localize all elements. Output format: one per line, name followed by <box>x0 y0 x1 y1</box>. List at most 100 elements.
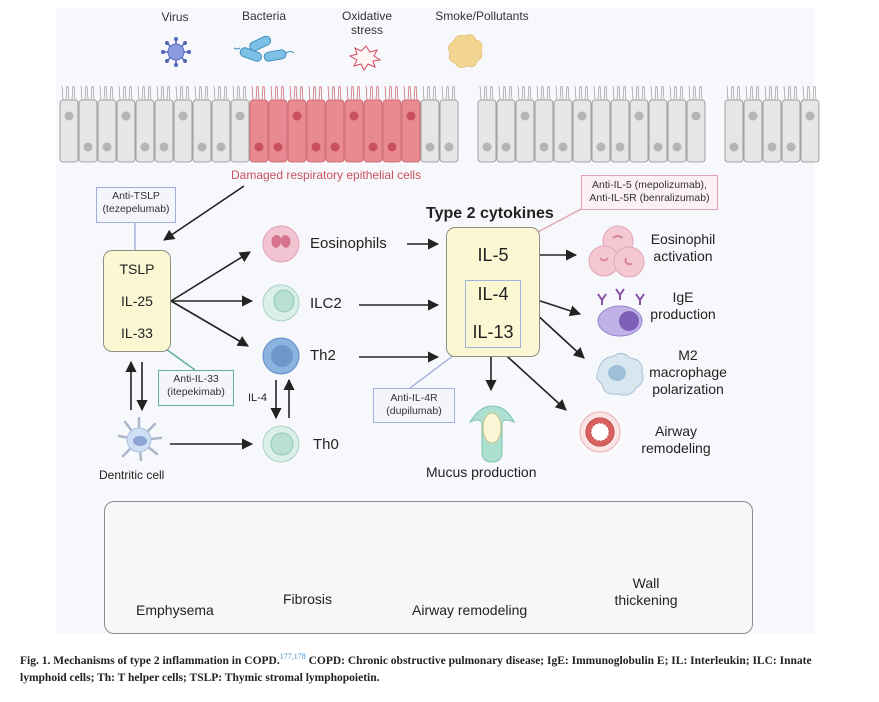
airway-effect-line1: Airway <box>654 423 697 439</box>
epithelial-cell <box>572 99 592 163</box>
epithelial-cell <box>667 99 687 163</box>
figure-caption: Fig. 1. Mechanisms of type 2 inflammatio… <box>20 648 865 687</box>
cytokine-il13: IL-13 <box>472 322 514 342</box>
epithelial-cell <box>439 99 459 163</box>
anti-il4r-box: Anti-IL-4R (dupilumab) <box>373 388 455 423</box>
eosinophils-label: Eosinophils <box>310 235 387 252</box>
epithelium-label: Damaged respiratory epithelial cells <box>231 168 422 182</box>
outcomes-box <box>104 501 753 634</box>
airway-cross-section-icon <box>579 411 621 453</box>
anti-tslp-name: Anti-TSLP <box>112 190 160 202</box>
fibrosis-label: Fibrosis <box>283 591 333 607</box>
dendritic-cell-icon <box>117 416 163 462</box>
eos-activation-line2: activation <box>653 248 713 264</box>
anti-il5r-name: Anti-IL-5R (benralizumab) <box>589 192 710 204</box>
arrow-to-th2 <box>170 300 249 347</box>
epithelial-cell <box>686 99 706 163</box>
anti-il33-drug: (itepekimab) <box>167 386 225 398</box>
epithelial-cell <box>97 99 117 163</box>
cytokines-title: Type 2 cytokines <box>426 205 554 222</box>
alarmin-il33: IL-33 <box>121 325 153 341</box>
emphysema-label: Emphysema <box>136 602 214 618</box>
epithelial-cell <box>553 99 573 163</box>
epithelial-cell <box>629 99 649 163</box>
epithelial-cell <box>230 99 250 163</box>
arrow-epithelium-to-alarmins <box>163 185 245 241</box>
eosinophil-cluster-icon <box>588 225 645 278</box>
damaged-epithelial-cell <box>287 99 307 163</box>
macrophage-icon <box>596 352 644 396</box>
damaged-epithelial-cell <box>363 99 383 163</box>
cytokines-box: IL-5 IL-4 IL-13 <box>446 227 540 357</box>
damaged-epithelial-cell <box>344 99 364 163</box>
epithelial-cell <box>496 99 516 163</box>
anti-il33-box: Anti-IL-33 (itepekimab) <box>158 370 234 406</box>
virus-icon <box>161 37 191 67</box>
arrow-to-eosinophils <box>170 251 251 302</box>
alarmin-il25: IL-25 <box>121 293 153 309</box>
damaged-epithelial-cell <box>382 99 402 163</box>
il4-il13-group: IL-4 IL-13 <box>465 280 521 348</box>
anti-tslp-drug: (tezepelumab) <box>102 203 170 215</box>
caption-citation[interactable]: 177,178 <box>279 652 306 661</box>
anti-il4r-name: Anti-IL-4R <box>390 392 438 404</box>
trigger-smoke-label: Smoke/Pollutants <box>435 9 529 23</box>
damaged-epithelial-cell <box>249 99 269 163</box>
epithelium-layer <box>59 85 820 163</box>
caption-fig-number: Fig. 1. <box>20 654 51 667</box>
caption-text1: COPD: Chronic obstructive pulmonary dise… <box>305 654 812 667</box>
ige-line2: production <box>650 306 716 322</box>
epithelial-cell <box>743 99 763 163</box>
m2-polarization-label: M2 macrophage polarization <box>646 347 730 398</box>
eos-activation-line1: Eosinophil <box>650 231 716 247</box>
th0-icon <box>262 425 300 463</box>
eosinophil-activation-label: Eosinophil activation <box>648 231 718 265</box>
epithelial-cell <box>420 99 440 163</box>
epithelial-cell <box>116 99 136 163</box>
epithelial-cell <box>610 99 630 163</box>
th2-icon <box>262 337 300 375</box>
wall-line1: Wall <box>632 575 660 591</box>
plasma-cell-ige-icon <box>597 288 645 337</box>
m2-line2: macrophage <box>649 364 727 380</box>
epithelial-cell <box>59 99 79 163</box>
epithelial-cell <box>724 99 744 163</box>
anti-il4r-drug: (dupilumab) <box>386 405 442 417</box>
epithelial-cell <box>648 99 668 163</box>
mucus-production-label: Mucus production <box>426 464 537 480</box>
trigger-oxidative-line1: Oxidative <box>341 9 393 23</box>
epithelial-cell <box>154 99 174 163</box>
smoke-particle-icon <box>448 34 483 68</box>
trigger-oxidative-line2: stress <box>350 23 383 37</box>
anti-il5-name: Anti-IL-5 (mepolizumab), <box>592 179 707 191</box>
trigger-oxidative-label: Oxidative stress <box>332 9 402 37</box>
anti-tslp-box: Anti-TSLP (tezepelumab) <box>96 187 176 223</box>
dendritic-cell-label: Dentritic cell <box>99 468 165 482</box>
epithelial-cell <box>477 99 497 163</box>
cytokine-il5: IL-5 <box>477 245 509 265</box>
anti-il5-box: Anti-IL-5 (mepolizumab), Anti-IL-5R (ben… <box>581 175 718 210</box>
il4-arrow-label: IL-4 <box>248 392 267 404</box>
damaged-epithelial-cell <box>306 99 326 163</box>
airway-remodeling-effect-label: Airway remodeling <box>636 423 716 457</box>
m2-line1: M2 <box>678 347 698 363</box>
epithelial-cell <box>192 99 212 163</box>
goblet-cell-icon <box>468 405 516 463</box>
caption-title: Mechanisms of type 2 inflammation in COP… <box>53 654 280 667</box>
epithelial-cell <box>173 99 193 163</box>
damaged-epithelial-cell <box>268 99 288 163</box>
airway-remodeling-label: Airway remodeling <box>412 602 528 618</box>
epithelial-cell <box>781 99 801 163</box>
damaged-epithelial-cell <box>401 99 421 163</box>
anti-il33-name: Anti-IL-33 <box>173 373 219 385</box>
trigger-bacteria-label: Bacteria <box>241 9 287 23</box>
th0-label: Th0 <box>313 436 339 453</box>
epithelial-cell <box>515 99 535 163</box>
damaged-epithelial-cell <box>325 99 345 163</box>
ige-line1: IgE <box>672 289 694 305</box>
alarmin-tslp: TSLP <box>119 261 155 277</box>
ige-production-label: IgE production <box>650 289 716 323</box>
ilc2-icon <box>262 284 300 322</box>
cytokine-il4: IL-4 <box>477 284 509 304</box>
th2-label: Th2 <box>310 347 336 364</box>
